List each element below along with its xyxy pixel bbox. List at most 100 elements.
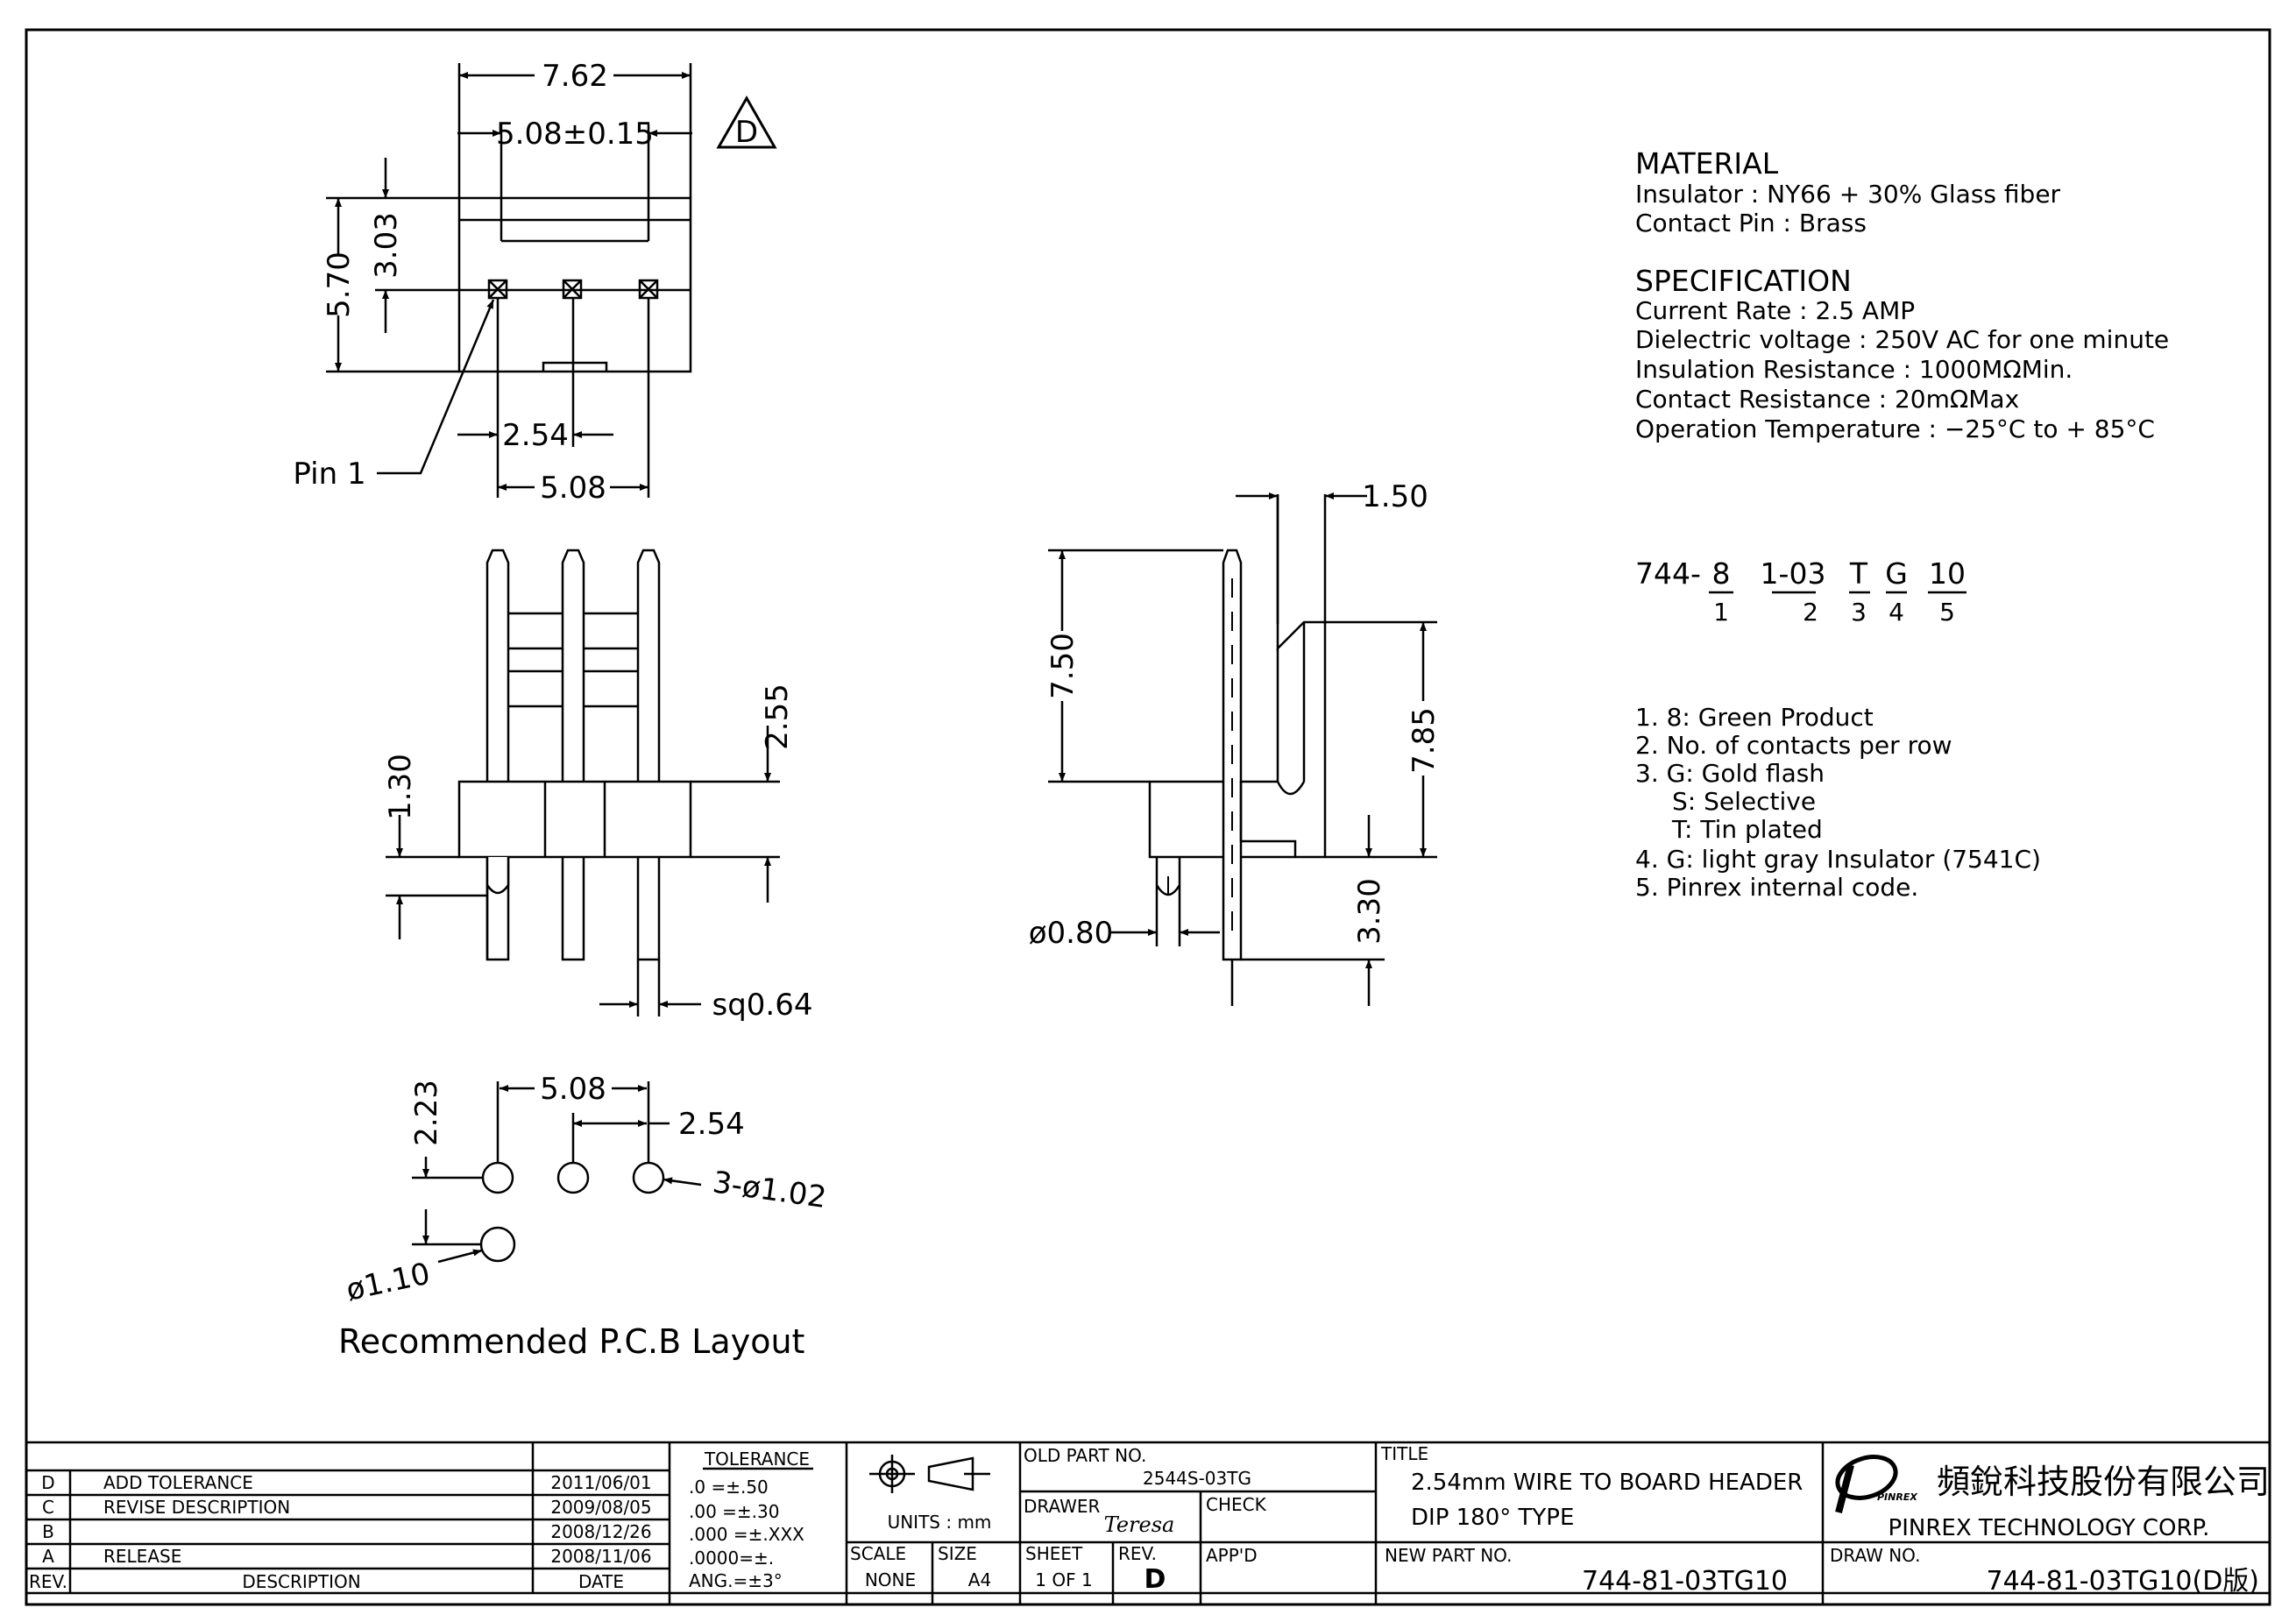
pin1-label: Pin 1 (293, 457, 365, 492)
dim-pitch: 2.54 (502, 418, 569, 453)
front-view-labels: 2.55 1.30 sq0.64 (383, 684, 813, 1023)
pcb-hole-3 (632, 1161, 665, 1194)
part-code-index: 1 (1713, 598, 1729, 627)
appd-label: APP'D (1206, 1545, 1258, 1566)
specifications: MATERIAL Insulator : NY66 + 30% Glass fi… (1635, 146, 2169, 443)
dim-overall-width: 7.62 (542, 59, 608, 94)
material-line: Insulator : NY66 + 30% Glass fiber (1635, 180, 2061, 209)
top-view (326, 63, 777, 498)
note-line: 3. G: Gold flash (1635, 759, 1825, 788)
front-pin-1 (485, 549, 510, 961)
dim-pin-size: sq0.64 (712, 988, 813, 1023)
sheet-label: SHEET (1025, 1543, 1083, 1564)
company-name-cn: 頻銳科技股份有限公司 (1937, 1463, 2270, 1501)
draw-no-label: DRAW NO. (1830, 1545, 1920, 1566)
scale-value: NONE (865, 1569, 916, 1590)
dim-pcb-row-offset: 2.23 (409, 1080, 444, 1146)
tolerance-line: ANG.=±3° (689, 1570, 783, 1591)
rev-cell: D (41, 1472, 54, 1493)
part-code-prefix: 744- (1635, 556, 1701, 591)
revision-triangle-icon (716, 95, 777, 149)
dim-peg: ø0.80 (1029, 916, 1114, 951)
pcb-hole-2 (556, 1161, 590, 1194)
front-view (386, 549, 780, 1016)
title-label: TITLE (1380, 1443, 1428, 1464)
front-housing (457, 780, 692, 859)
scale-label: SCALE (850, 1543, 906, 1564)
title-line: DIP 180° TYPE (1411, 1505, 1574, 1531)
spec-line: Current Rate : 2.5 AMP (1635, 296, 1915, 325)
rev-cell: A (42, 1546, 54, 1567)
dim-pcb-holes: 3-ø1.02 (711, 1165, 829, 1215)
title-line: 2.54mm WIRE TO BOARD HEADER (1411, 1470, 1803, 1496)
note-line: S: Selective (1672, 787, 1816, 816)
top-view-labels: 7.62 5.08±0.15 D 5.70 3.03 2.54 5.08 Pin… (293, 59, 758, 506)
material-line: Contact Pin : Brass (1635, 209, 1867, 237)
note-line: 4. G: light gray Insulator (7541C) (1635, 845, 2041, 874)
pcb-layout (412, 1081, 702, 1264)
rev-label: REV. (1118, 1543, 1157, 1564)
rev-date: 2011/06/01 (550, 1472, 651, 1493)
rev-description: ADD TOLERANCE (103, 1472, 253, 1493)
dim-total: 7.85 (1407, 707, 1442, 774)
old-part-label: OLD PART NO. (1024, 1445, 1146, 1466)
tolerance-line: .00 =±.30 (689, 1501, 780, 1522)
part-code-segment: 10 (1929, 556, 1966, 591)
side-body (1239, 494, 1327, 859)
rev-date: 2009/08/05 (550, 1497, 651, 1518)
top-view-housing (457, 196, 692, 373)
units-label: UNITS : mm (888, 1512, 992, 1533)
sheet-value: 1 OF 1 (1035, 1569, 1092, 1590)
pcb-peg-hole (479, 1226, 516, 1263)
dim-tail: 3.30 (1352, 878, 1387, 945)
dim-pcb-pitch: 2.54 (678, 1107, 745, 1142)
description-header: DESCRIPTION (242, 1571, 360, 1592)
rev-cell: C (42, 1497, 54, 1518)
dim-pcb-peg-hole: ø1.10 (344, 1257, 434, 1308)
rev-value: D (1144, 1564, 1166, 1595)
drawing-border (25, 28, 2271, 1606)
part-code-segment: 1-03 (1761, 556, 1826, 591)
company-name-en: PINREX TECHNOLOGY CORP. (1889, 1515, 2210, 1541)
dim-body-width: 5.08±0.15 (496, 117, 654, 152)
tolerance-line: .000 =±.XXX (689, 1524, 804, 1545)
front-pin-2 (561, 549, 585, 961)
rev-description: RELEASE (103, 1546, 181, 1567)
size-value: A4 (968, 1569, 991, 1590)
front-peg (485, 857, 510, 895)
note-line: T: Tin plated (1671, 815, 1823, 844)
spec-heading: SPECIFICATION (1635, 264, 1852, 298)
dim-pin-offset: 3.03 (369, 212, 404, 279)
spec-line: Operation Temperature : −25°C to + 85°C (1635, 414, 2155, 443)
part-code-index: 3 (1851, 598, 1867, 627)
dim-height: 5.70 (322, 251, 357, 318)
revision-mark: D (735, 115, 758, 150)
rev-description: REVISE DESCRIPTION (103, 1497, 290, 1518)
new-part-value: 744-81-03TG10 (1582, 1566, 1788, 1597)
note-line: 5. Pinrex internal code. (1635, 873, 1918, 902)
new-part-label: NEW PART NO. (1385, 1545, 1512, 1566)
side-housing (1148, 780, 1295, 859)
side-view-labels: 1.50 7.50 7.85 3.30 ø0.80 (1029, 479, 1442, 951)
tolerance-header: TOLERANCE (704, 1448, 810, 1470)
dim-mating: 7.50 (1045, 633, 1081, 699)
rev-date: 2008/12/26 (550, 1521, 651, 1542)
check-label: CHECK (1206, 1494, 1267, 1515)
dim-pcb-span: 5.08 (540, 1072, 606, 1107)
rev-date: 2008/11/06 (550, 1546, 651, 1567)
front-pin-3 (636, 549, 661, 961)
pcb-layout-title: Recommended P.C.B Layout (338, 1322, 804, 1361)
rev-cell: B (42, 1521, 54, 1542)
dim-span: 5.08 (540, 471, 606, 506)
pcb-layout-labels: 5.08 2.54 2.23 3-ø1.02 ø1.10 Recommended… (338, 1072, 828, 1361)
size-label: SIZE (938, 1543, 977, 1564)
spec-line: Dielectric voltage : 250V AC for one min… (1635, 325, 2169, 354)
drawer-label: DRAWER (1024, 1496, 1100, 1517)
company-logo: PINREX (1835, 1455, 1917, 1514)
title-block (26, 1441, 2270, 1604)
part-code-notes: 1. 8: Green Product 2. No. of contacts p… (1635, 703, 2041, 902)
pcb-hole-1 (481, 1161, 514, 1194)
draw-no-value: 744-81-03TG10(D版) (1986, 1566, 2259, 1597)
old-part-value: 2544S-03TG (1143, 1468, 1251, 1489)
side-view (1048, 492, 1437, 1006)
